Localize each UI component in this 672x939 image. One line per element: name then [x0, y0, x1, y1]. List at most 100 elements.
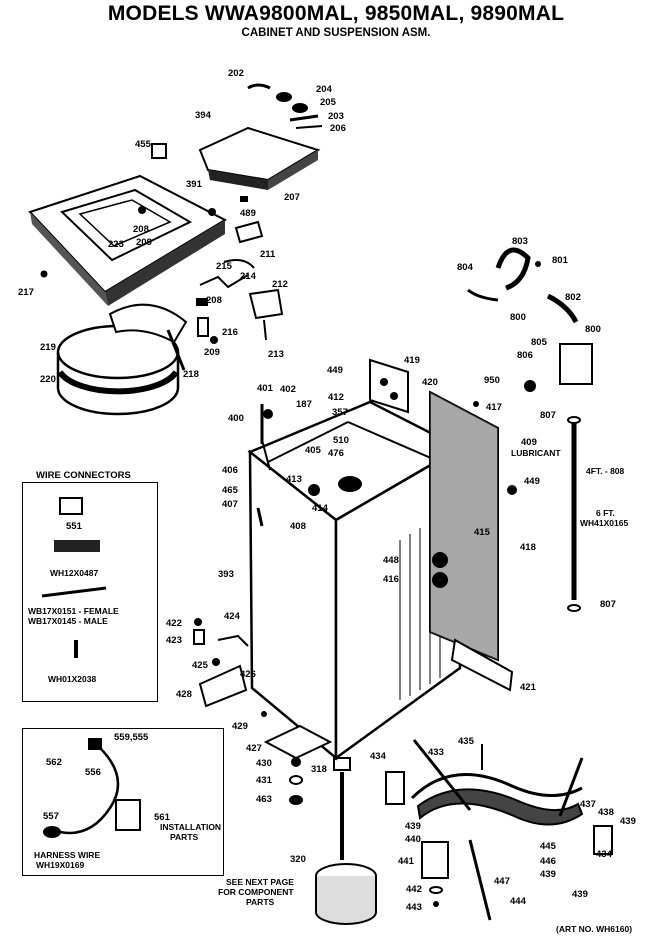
part-callout: 414: [312, 503, 328, 514]
part-callout: 202: [228, 68, 244, 79]
part-callout: 439: [540, 869, 556, 880]
part-callout: 427: [246, 743, 262, 754]
part-callout: 422: [166, 618, 182, 629]
page-subtitle: CABINET AND SUSPENSION ASM.: [241, 27, 431, 39]
part-callout: 217: [18, 287, 34, 298]
part-callout: 807: [600, 599, 616, 610]
connector-551: 551: [66, 521, 82, 532]
part-callout: 318: [311, 764, 327, 775]
art-number: (ART NO. WH6160): [556, 924, 633, 934]
part-callout: 209: [204, 347, 220, 358]
part-callout: 803: [512, 236, 528, 247]
part-callout: 209: [136, 237, 152, 248]
part-callout: 407: [222, 499, 238, 510]
part-callout: 443: [406, 902, 422, 913]
part-callout: 429: [232, 721, 248, 732]
part-callout: 441: [398, 856, 414, 867]
part-callout: 557: [43, 811, 59, 822]
part-callout: 489: [240, 208, 256, 219]
water-valve-hoses: [467, 247, 593, 612]
part-callout: 950: [484, 375, 500, 386]
part-callout: 426: [240, 669, 256, 680]
part-callout: 449: [524, 476, 540, 487]
hose-6ft-part: WH41X0165: [580, 518, 629, 528]
part-callout: 215: [216, 261, 232, 272]
part-callout: 212: [272, 279, 288, 290]
part-callout: 207: [284, 192, 300, 203]
installation-parts-1: INSTALLATION: [160, 822, 222, 832]
part-callout: 806: [517, 350, 533, 361]
part-callout: 465: [222, 485, 238, 496]
part-callout: 442: [406, 884, 422, 895]
part-callout: 801: [552, 255, 568, 266]
leveling-parts: [193, 618, 333, 760]
part-callout: 415: [474, 527, 490, 538]
connector-male: WB17X0145 - MALE: [28, 616, 108, 626]
part-callout: 439: [405, 821, 421, 832]
part-callout: 416: [383, 574, 399, 585]
part-callout: 559,555: [114, 732, 149, 743]
part-callout: 463: [256, 794, 272, 805]
part-callout: 357: [332, 407, 348, 418]
part-callout: 406: [222, 465, 238, 476]
part-callout: 448: [383, 555, 399, 566]
part-callout: 561: [154, 812, 170, 823]
harness-box: [22, 728, 224, 876]
part-callout: 449: [327, 365, 343, 376]
part-callout: 439: [620, 816, 636, 827]
see-next-page-1: SEE NEXT PAGE: [226, 877, 294, 887]
part-callout: 412: [328, 392, 344, 403]
part-callout: 204: [316, 84, 332, 95]
part-callout: 401: [257, 383, 273, 394]
part-callout: 440: [405, 834, 421, 845]
part-callout: 400: [228, 413, 244, 424]
part-callout: 208: [133, 224, 149, 235]
part-callout: 562: [46, 757, 62, 768]
part-callout: 208: [206, 295, 222, 306]
part-callout: 800: [585, 324, 601, 335]
part-callout: 214: [240, 271, 256, 282]
part-callout: 802: [565, 292, 581, 303]
part-callout: 446: [540, 856, 556, 867]
transmission-320: [289, 757, 377, 925]
part-callout: 431: [256, 775, 272, 786]
part-callout: 391: [186, 179, 202, 190]
part-callout: 425: [192, 660, 208, 671]
part-callout: 187: [296, 399, 312, 410]
part-callout: 220: [40, 374, 56, 385]
part-callout: 445: [540, 841, 556, 852]
part-callout: 218: [183, 369, 199, 380]
part-callout: 444: [510, 896, 526, 907]
part-callout: 437: [580, 799, 596, 810]
part-callout: 393: [218, 569, 234, 580]
part-callout: 409: [521, 437, 537, 448]
part-callout: 433: [428, 747, 444, 758]
part-callout: 421: [520, 682, 536, 693]
hinge-parts: [240, 83, 323, 202]
part-callout: 430: [256, 758, 272, 769]
part-callout: 447: [494, 876, 510, 887]
part-callout: 206: [330, 123, 346, 134]
hose-4ft-note: 4FT. - 808: [586, 466, 625, 476]
part-callout: 216: [222, 327, 238, 338]
lid-switch-parts: [40, 220, 284, 344]
harness-label-2: WH19X0169: [36, 860, 85, 870]
part-callout: 434: [596, 849, 612, 860]
balance-ring: [56, 303, 188, 416]
part-callout: 800: [510, 312, 526, 323]
part-callout: 439: [572, 889, 588, 900]
connector-female: WB17X0151 - FEMALE: [28, 606, 119, 616]
part-callout: 805: [531, 337, 547, 348]
part-callout: 413: [286, 474, 302, 485]
part-callout: 556: [85, 767, 101, 778]
part-callout: 408: [290, 521, 306, 532]
part-callout: 438: [598, 807, 614, 818]
part-callout: 419: [404, 355, 420, 366]
cabinet-393: [247, 400, 463, 761]
part-callout: 420: [422, 377, 438, 388]
part-callout: 394: [195, 110, 211, 121]
lubricant-label: LUBRICANT: [511, 448, 561, 458]
part-callout: 219: [40, 342, 56, 353]
part-callout: 402: [280, 384, 296, 395]
